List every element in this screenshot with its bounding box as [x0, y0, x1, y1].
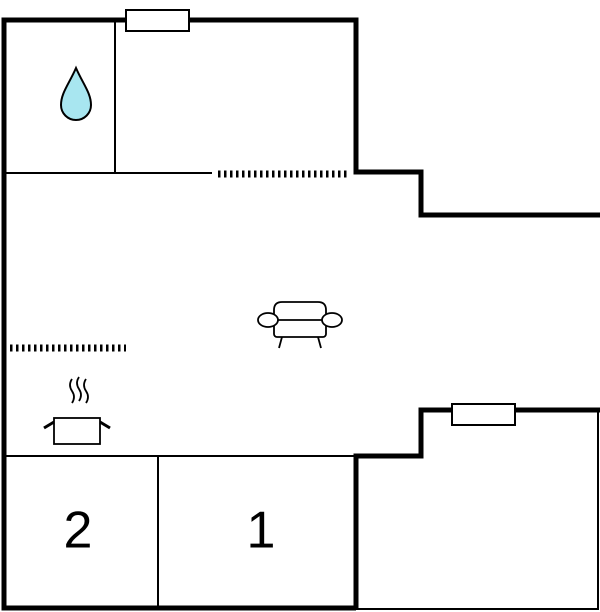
- water-drop-icon: [59, 65, 93, 121]
- window-top: [125, 9, 190, 32]
- cooking-pot-icon: [43, 376, 111, 445]
- sofa-icon: [257, 301, 343, 349]
- window-right: [451, 403, 516, 426]
- room-label-2: 2: [64, 502, 93, 560]
- interior-walls: [4, 20, 599, 610]
- room-label-1: 1: [247, 502, 276, 560]
- dashed-partitions: [10, 170, 350, 352]
